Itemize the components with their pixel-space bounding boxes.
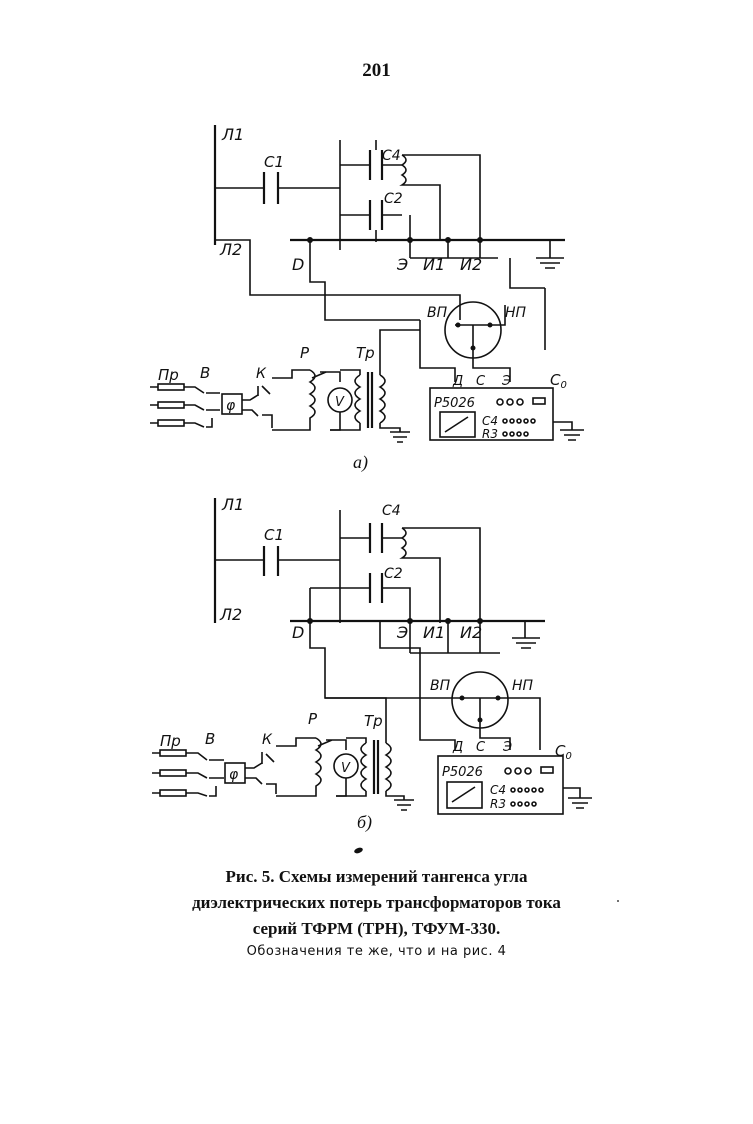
schematic-b: Л1 Л2 C1 C4 C2 D Э И1 И2 ВП НП Д С Э C0 … [0,488,753,828]
label-v: В [205,730,215,748]
label-r: Р [300,344,310,362]
label-np: НП [512,678,534,694]
label-c2: C2 [384,191,403,207]
label-bridge-d: Д [452,740,463,755]
bridge-model-label: Р5026 [434,396,475,411]
label-c2: C2 [384,566,403,582]
label-k: К [256,366,267,382]
label-l1: Л1 [221,495,244,514]
bridge-r3-label: R3 [490,797,506,811]
ink-mark [353,847,363,855]
caption-note: Обозначения те же, что и на рис. 4 [0,944,753,959]
label-phi: φ [229,767,239,783]
label-l2: Л2 [219,605,242,624]
voltmeter-label: V [341,761,351,776]
figure-caption: Рис. 5. Схемы измерений тангенса угла ди… [0,864,753,942]
label-bridge-e: Э [502,740,512,755]
label-r: Р [308,710,318,728]
bridge-knobs-icon [497,398,545,436]
page-number: 201 [0,60,753,82]
label-v: В [200,364,210,382]
label-pr: Пр [158,366,179,384]
bridge-meter-icon [440,412,475,437]
label-i1: И1 [423,623,445,642]
label-bridge-c: С [476,740,486,755]
schematic-a: Л1 Л2 C1 C4 C2 D Э И1 И2 ВП НП Д С Э C0 … [0,110,753,480]
label-pr: Пр [160,732,181,750]
label-e: Э [396,255,408,274]
label-l2: Л2 [219,240,242,259]
subfigure-b-label: б) [357,812,372,833]
label-vp: ВП [430,678,451,694]
label-c1: C1 [264,526,284,544]
label-tr: Тр [364,712,383,730]
label-np: НП [505,305,527,321]
label-bridge-d: Д [452,374,463,389]
bridge-r3-label: R3 [482,427,498,441]
label-l1: Л1 [221,125,244,144]
caption-line-1: Рис. 5. Схемы измерений тангенса угла [0,864,753,890]
voltmeter-label: V [335,395,345,410]
label-d: D [292,255,304,274]
label-c1: C1 [264,153,284,171]
label-tr: Тр [356,344,375,362]
bridge-knobs-icon [505,767,553,806]
label-bridge-c: С [476,374,486,389]
caption-line-2: диэлектрических потерь трансформаторов т… [0,890,753,916]
label-vp: ВП [427,305,448,321]
fuse-icon [152,750,186,796]
label-d: D [292,623,304,642]
bridge-model-label: Р5026 [442,765,483,780]
bridge-c4-label: С4 [490,783,506,797]
bridge-meter-icon [447,782,482,808]
label-c4: C4 [382,148,401,164]
label-phi: φ [226,398,236,414]
label-c4: C4 [382,503,401,519]
caption-line-3: серий ТФРМ (ТРН), ТФУМ-330. [0,916,753,942]
bridge-c4-label: С4 [482,414,498,428]
label-k: К [262,732,273,748]
label-bridge-e: Э [501,374,511,389]
subfigure-a-label: а) [353,452,368,473]
fuse-icon [150,384,184,426]
label-e: Э [396,623,408,642]
label-i2: И2 [460,623,482,642]
